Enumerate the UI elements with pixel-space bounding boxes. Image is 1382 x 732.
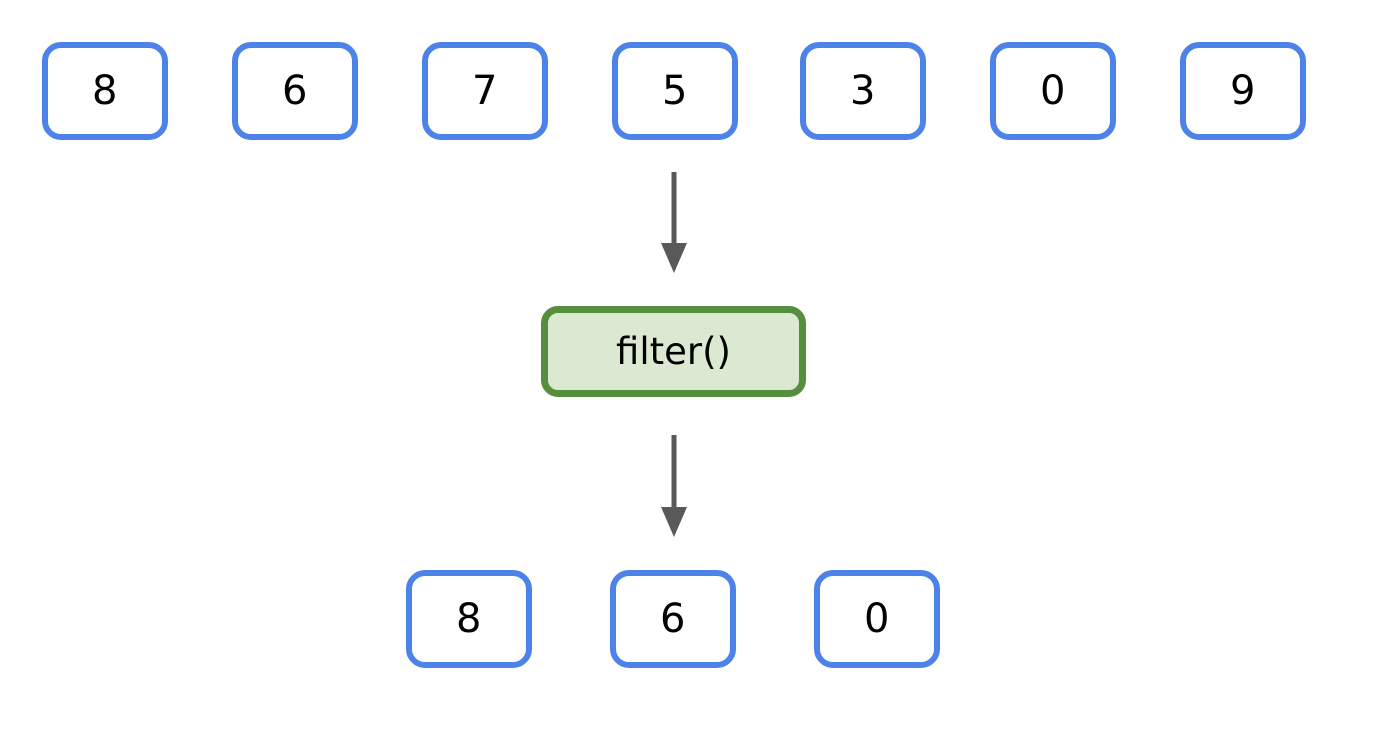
input-value-box-6-label: 9 <box>1230 68 1256 114</box>
arrow-input-to-filter <box>661 172 687 273</box>
output-value-box-2-label: 0 <box>864 596 890 642</box>
input-value-box-2[interactable]: 7 <box>422 42 548 140</box>
input-value-box-3-label: 5 <box>662 68 688 114</box>
input-value-box-2-label: 7 <box>472 68 498 114</box>
input-value-box-5-label: 0 <box>1040 68 1066 114</box>
input-value-box-4-label: 3 <box>850 68 876 114</box>
filter-operation-box[interactable]: filter() <box>541 306 806 397</box>
output-value-box-0-label: 8 <box>456 596 482 642</box>
filter-operation-label: filter() <box>616 330 731 373</box>
input-value-box-0[interactable]: 8 <box>42 42 168 140</box>
output-value-box-2[interactable]: 0 <box>814 570 940 668</box>
arrow-filter-to-output <box>661 435 687 537</box>
input-value-box-0-label: 8 <box>92 68 118 114</box>
input-value-box-6[interactable]: 9 <box>1180 42 1306 140</box>
input-value-box-4[interactable]: 3 <box>800 42 926 140</box>
output-value-box-0[interactable]: 8 <box>406 570 532 668</box>
input-value-box-3[interactable]: 5 <box>612 42 738 140</box>
output-value-box-1-label: 6 <box>660 596 686 642</box>
input-value-box-5[interactable]: 0 <box>990 42 1116 140</box>
input-value-box-1-label: 6 <box>282 68 308 114</box>
input-value-box-1[interactable]: 6 <box>232 42 358 140</box>
output-value-box-1[interactable]: 6 <box>610 570 736 668</box>
